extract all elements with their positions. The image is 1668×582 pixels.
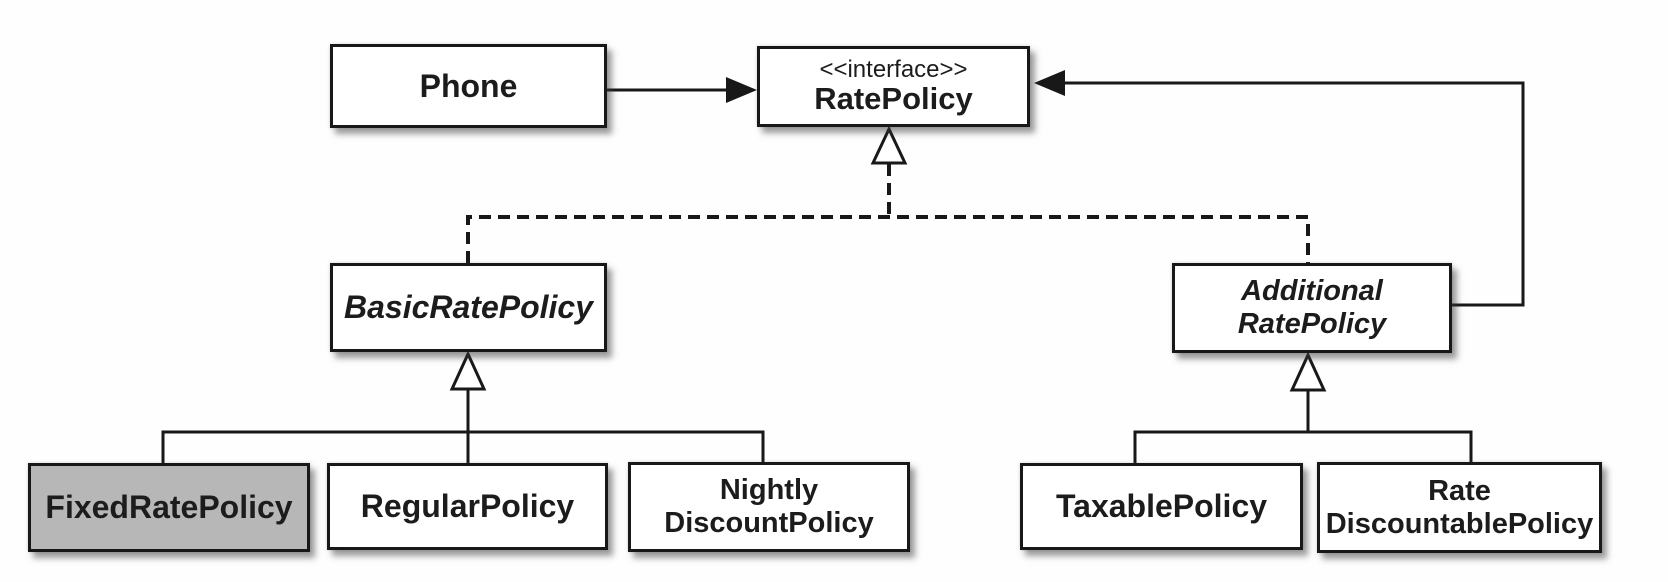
association-additional-to-ratepolicy <box>1034 70 1525 307</box>
class-box-taxablepolicy: TaxablePolicy <box>1020 463 1303 550</box>
class-label-line2: RatePolicy <box>1237 308 1387 340</box>
class-box-additionalratepolicy: Additional RatePolicy <box>1172 263 1452 353</box>
class-label: TaxablePolicy <box>1055 488 1268 525</box>
class-label-line1: Nightly <box>719 474 819 507</box>
interface-label: RatePolicy <box>814 81 973 117</box>
hollow-triangle-icon <box>449 350 487 391</box>
class-box-ratediscountablepolicy: Rate DiscountablePolicy <box>1317 462 1602 553</box>
arrowhead-icon <box>1034 70 1065 96</box>
class-box-phone: Phone <box>330 44 607 128</box>
class-label-line2: DiscountablePolicy <box>1325 507 1594 540</box>
class-label: BasicRatePolicy <box>343 289 593 326</box>
association-phone-to-ratepolicy <box>607 77 757 103</box>
realization-dashed-lines <box>466 125 1310 263</box>
class-label-line1: Additional <box>1241 275 1383 308</box>
arrowhead-icon <box>726 77 757 103</box>
generalization-additionalratepolicy-children <box>1133 351 1473 463</box>
hollow-triangle-icon <box>1289 351 1327 392</box>
interface-box-ratepolicy: <<interface>> RatePolicy <box>757 46 1030 127</box>
class-box-basicratepolicy: BasicRatePolicy <box>330 263 607 352</box>
class-label: FixedRatePolicy <box>45 489 293 526</box>
generalization-basicratepolicy-children <box>161 350 765 463</box>
class-box-regularpolicy: RegularPolicy <box>327 463 608 550</box>
class-label: RegularPolicy <box>360 488 575 525</box>
class-label-line2: DiscountPolicy <box>664 507 874 539</box>
interface-stereotype: <<interface>> <box>819 55 968 83</box>
class-label: Phone <box>419 67 518 104</box>
class-box-fixedratepolicy: FixedRatePolicy <box>28 463 310 552</box>
class-label-line1: Rate <box>1428 474 1491 507</box>
hollow-triangle-icon <box>870 125 908 165</box>
class-box-nightlydiscountpolicy: Nightly DiscountPolicy <box>628 462 910 552</box>
